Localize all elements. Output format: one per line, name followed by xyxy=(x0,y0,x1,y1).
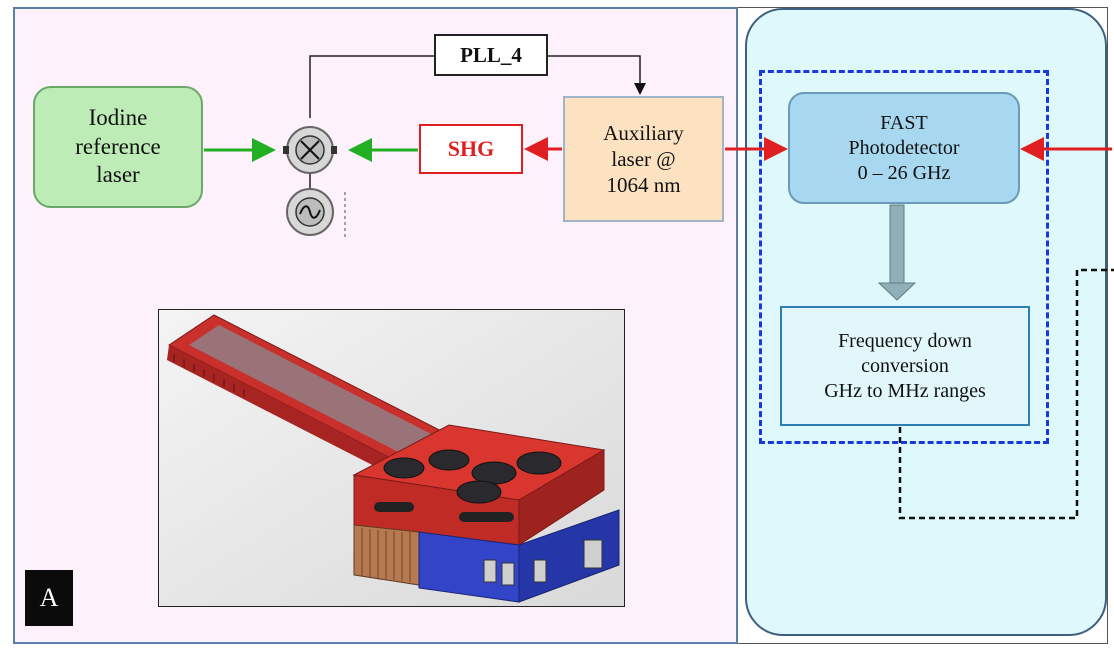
iodine-line-2: reference xyxy=(75,133,161,159)
fast-line-2: Photodetector xyxy=(848,136,960,159)
mixer-cross-icon xyxy=(283,126,337,174)
freq-line-2: conversion xyxy=(861,354,949,377)
detector-dashed-boundary xyxy=(759,70,1049,444)
downconversion-arrow xyxy=(877,204,917,301)
fast-line-3: 0 – 26 GHz xyxy=(857,161,951,184)
right-panel-frame xyxy=(738,7,1108,644)
iodine-line-1: Iodine xyxy=(88,104,148,130)
panel-tag: A xyxy=(25,570,73,626)
fast-photodetector-box: FAST Photodetector 0 – 26 GHz xyxy=(788,92,1020,204)
fast-line-1: FAST xyxy=(880,111,928,134)
frequency-down-conversion-box: Frequency down conversion GHz to MHz ran… xyxy=(780,306,1030,426)
shg-box: SHG xyxy=(419,124,523,174)
pll-output-arrow xyxy=(548,55,646,95)
aux-line-1: Auxiliary xyxy=(603,120,684,145)
shg-label: SHG xyxy=(447,136,495,162)
panel-tag-label: A xyxy=(39,583,59,612)
iodine-reference-laser-box: Iodine reference laser xyxy=(33,86,203,208)
aux-line-3: 1064 nm xyxy=(606,173,681,198)
hardware-photo xyxy=(158,309,625,607)
signal-dashed-route xyxy=(898,268,1114,520)
freq-line-1: Frequency down xyxy=(838,329,972,352)
auxiliary-laser-box: Auxiliary laser @ 1064 nm xyxy=(563,96,724,222)
pll-feedback-line xyxy=(309,55,434,118)
iodine-line-3: laser xyxy=(96,162,140,188)
aux-line-2: laser @ xyxy=(611,146,676,171)
freq-line-3: GHz to MHz ranges xyxy=(824,379,986,402)
pll-label: PLL_4 xyxy=(460,42,522,67)
pll-box: PLL_4 xyxy=(434,34,548,76)
hardware-illustration xyxy=(159,310,624,606)
sine-oscillator-icon xyxy=(286,188,346,240)
